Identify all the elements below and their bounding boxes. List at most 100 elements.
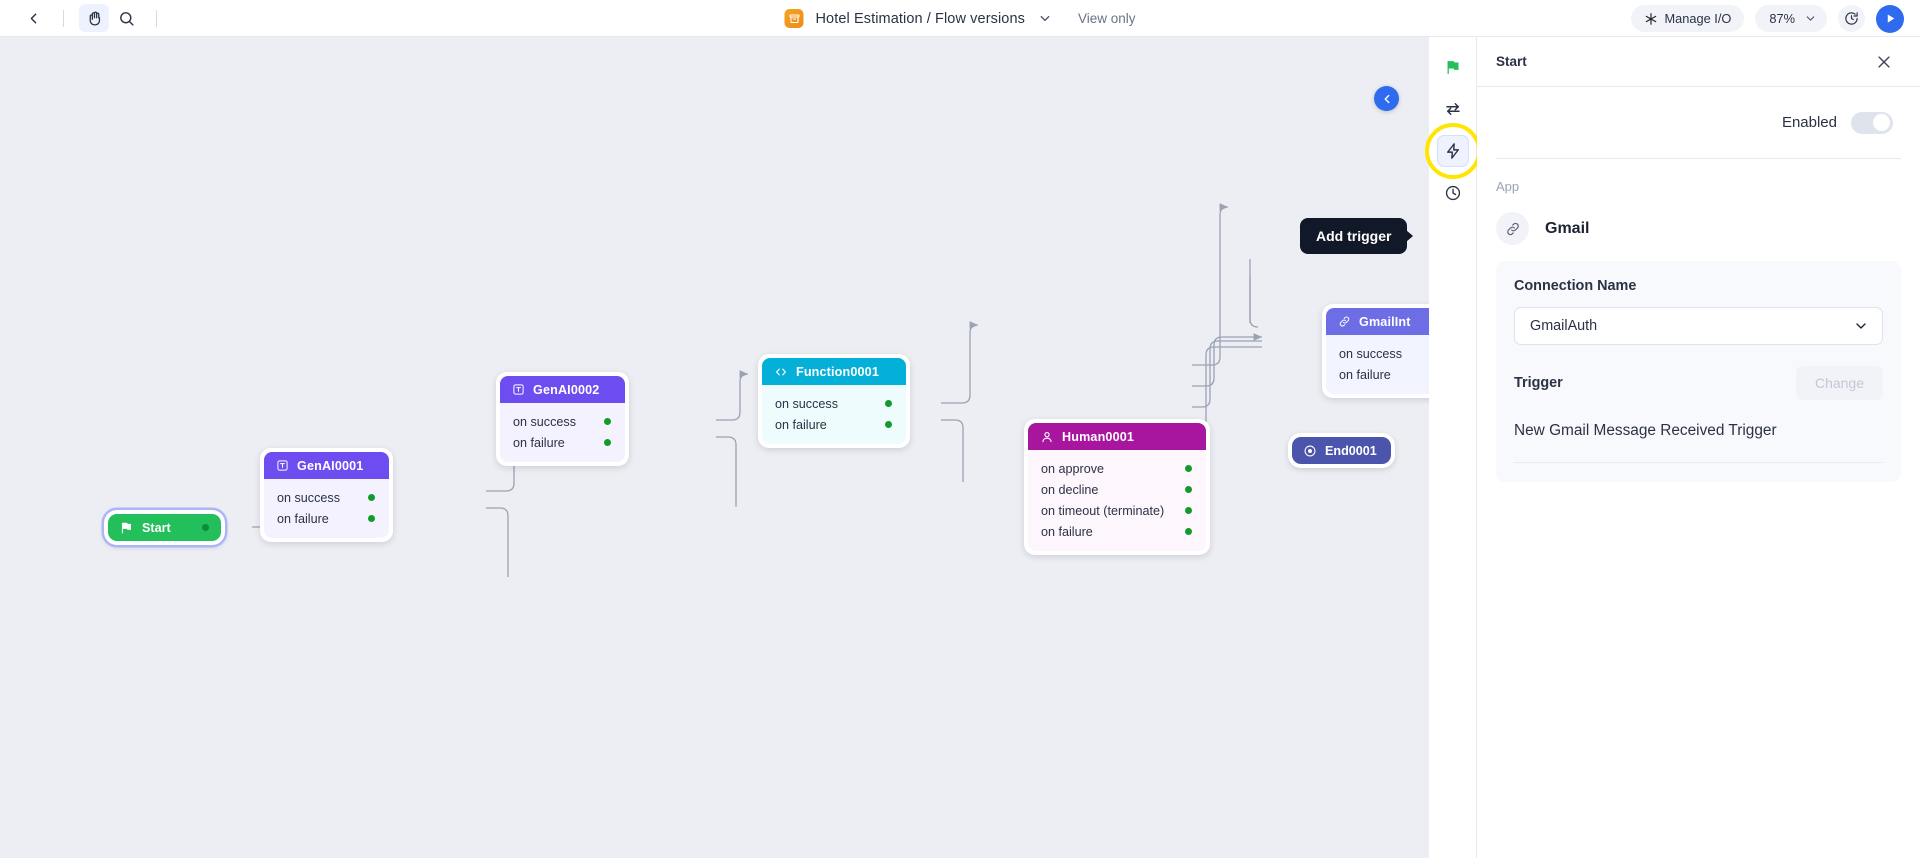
trigger-row: Trigger Change [1514, 366, 1883, 400]
node-gmailintegration0001-inner: GmailInt on success on failure [1326, 308, 1429, 394]
flow-canvas[interactable]: Start GenAI0001 on success [0, 37, 1429, 858]
node-human0001-label: Human0001 [1062, 429, 1135, 444]
port-dot[interactable] [368, 494, 375, 501]
port-dot[interactable] [604, 418, 611, 425]
app-row: Gmail [1477, 194, 1920, 245]
node-genai0001-header[interactable]: GenAI0001 [264, 452, 389, 479]
node-gmailintegration0001-body: on success on failure [1326, 335, 1429, 394]
connection-name-value: GmailAuth [1530, 318, 1598, 334]
page-title: Hotel Estimation / Flow versions [815, 10, 1025, 27]
node-gmailintegration0001[interactable]: GmailInt on success on failure [1322, 304, 1429, 398]
panel-title: Start [1496, 54, 1527, 69]
code-icon [774, 365, 788, 379]
node-start[interactable]: Start [104, 510, 225, 545]
port-label: on approve [1041, 461, 1105, 476]
port-label: on failure [1339, 367, 1391, 382]
node-genai0002-header[interactable]: GenAI0002 [500, 376, 625, 403]
node-function0001-body: on success on failure [762, 385, 906, 444]
rail-item-add-trigger[interactable] [1424, 123, 1481, 179]
port-dot[interactable] [368, 515, 375, 522]
port-on-success[interactable]: on success [1326, 343, 1429, 364]
app-name: Gmail [1545, 219, 1590, 237]
panel-divider [1496, 158, 1901, 159]
port-on-timeout[interactable]: on timeout (terminate) [1028, 500, 1206, 521]
port-on-success[interactable]: on success [264, 487, 389, 508]
port-label: on failure [277, 511, 329, 526]
end-node-pill[interactable]: End0001 [1292, 437, 1391, 464]
port-on-failure[interactable]: on failure [1028, 521, 1206, 542]
node-genai0001-label: GenAI0001 [297, 458, 364, 473]
port-on-approve[interactable]: on approve [1028, 458, 1206, 479]
enabled-toggle[interactable] [1851, 111, 1893, 134]
node-genai0002-body: on success on failure [500, 403, 625, 462]
start-output-port[interactable] [201, 524, 209, 531]
node-function0001-header[interactable]: Function0001 [762, 358, 906, 385]
toolbar-divider [63, 9, 64, 27]
node-genai0001-inner: GenAI0001 on success on failure [264, 452, 389, 538]
rail-item-flag[interactable] [1437, 51, 1469, 83]
search-icon[interactable] [111, 4, 141, 32]
port-dot[interactable] [885, 421, 892, 428]
node-function0001-label: Function0001 [796, 364, 879, 379]
collapse-panel-button[interactable] [1374, 86, 1399, 111]
port-on-failure[interactable]: on failure [1326, 364, 1429, 385]
manage-io-label: Manage I/O [1664, 11, 1732, 26]
port-label: on failure [513, 435, 565, 450]
text-box-icon [276, 459, 289, 472]
view-mode-label[interactable]: View only [1077, 11, 1136, 26]
trigger-name: New Gmail Message Received Trigger [1514, 422, 1883, 463]
port-on-decline[interactable]: on decline [1028, 479, 1206, 500]
flag-icon [1444, 59, 1461, 76]
port-dot[interactable] [1185, 465, 1192, 472]
node-gmailintegration0001-label: GmailInt [1359, 314, 1411, 329]
rail-item-transitions[interactable] [1437, 93, 1469, 125]
rail-item-schedule[interactable] [1437, 177, 1469, 209]
node-end0001[interactable]: End0001 [1288, 433, 1395, 468]
change-trigger-button[interactable]: Change [1795, 366, 1883, 400]
port-label: on success [1339, 346, 1402, 361]
port-label: on success [513, 414, 576, 429]
node-function0001-inner: Function0001 on success on failure [762, 358, 906, 444]
flow-edges [252, 203, 1262, 577]
port-label: on failure [1041, 524, 1093, 539]
port-on-success[interactable]: on success [762, 393, 906, 414]
port-dot[interactable] [1185, 507, 1192, 514]
archive-box-icon [784, 9, 804, 28]
port-dot[interactable] [885, 400, 892, 407]
port-on-failure[interactable]: on failure [500, 432, 625, 453]
chevron-down-icon[interactable] [1037, 11, 1052, 26]
node-genai0001[interactable]: GenAI0001 on success on failure [260, 448, 393, 542]
zoom-level-label: 87% [1769, 11, 1795, 26]
app-section-label: App [1496, 179, 1520, 194]
port-dot[interactable] [604, 439, 611, 446]
hand-icon[interactable] [79, 4, 109, 32]
target-icon [1303, 444, 1317, 458]
node-human0001-header[interactable]: Human0001 [1028, 423, 1206, 450]
node-human0001-inner: Human0001 on approve on decline on timeo… [1028, 423, 1206, 551]
node-gmailintegration0001-header[interactable]: GmailInt [1326, 308, 1429, 335]
node-genai0002[interactable]: GenAI0002 on success on failure [496, 372, 629, 466]
port-dot[interactable] [1185, 486, 1192, 493]
zoom-selector[interactable]: 87% [1755, 5, 1827, 32]
port-on-success[interactable]: on success [500, 411, 625, 432]
close-icon[interactable] [1875, 53, 1893, 71]
manage-io-button[interactable]: Manage I/O [1630, 5, 1745, 32]
add-trigger-tooltip: Add trigger [1300, 218, 1408, 254]
flag-icon [119, 521, 133, 535]
node-function0001[interactable]: Function0001 on success on failure [758, 354, 910, 448]
enabled-row: Enabled [1477, 87, 1920, 158]
port-on-failure[interactable]: on failure [264, 508, 389, 529]
toolbar-right-group: Manage I/O 87% [1630, 0, 1904, 37]
connection-name-select[interactable]: GmailAuth [1514, 307, 1883, 345]
port-dot[interactable] [1185, 528, 1192, 535]
toolbar-left-group [0, 4, 170, 32]
node-human0001[interactable]: Human0001 on approve on decline on timeo… [1024, 419, 1210, 555]
asterisk-icon [1644, 12, 1658, 26]
run-button[interactable] [1876, 4, 1904, 33]
node-genai0002-label: GenAI0002 [533, 382, 600, 397]
back-button[interactable] [18, 4, 48, 32]
start-node-pill[interactable]: Start [108, 514, 221, 541]
port-on-failure[interactable]: on failure [762, 414, 906, 435]
clock-history-icon[interactable] [1838, 5, 1865, 32]
panel-header: Start [1477, 37, 1920, 87]
